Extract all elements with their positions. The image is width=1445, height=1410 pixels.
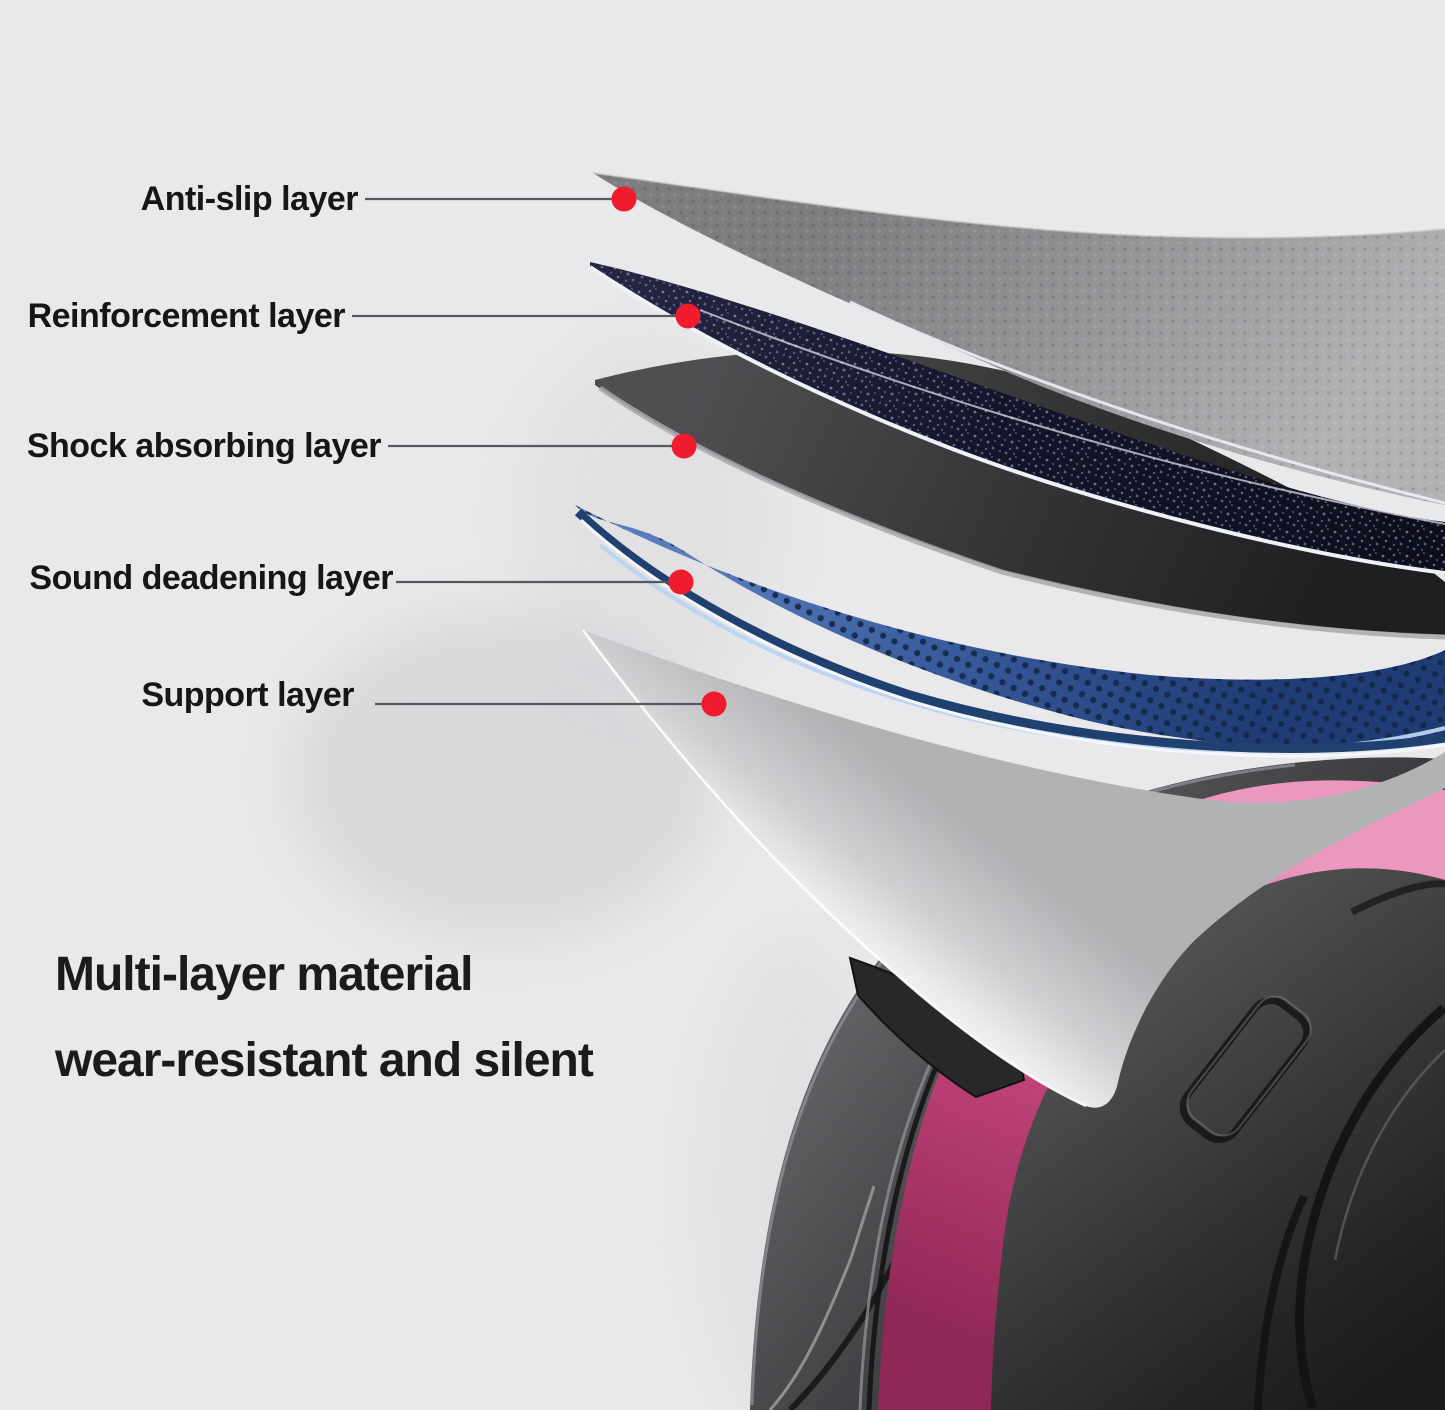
- callout-dot-anti-slip: [611, 186, 637, 212]
- callout-dots: [611, 186, 727, 717]
- reinforcement-layer-shape: [588, 262, 1445, 575]
- callout-dot-support: [701, 691, 727, 717]
- callout-lines: [352, 197, 711, 706]
- label-shock-absorbing-layer: Shock absorbing layer: [26, 427, 382, 465]
- sound-deadening-layer-shape: [574, 505, 1445, 758]
- callout-dot-shock-absorbing: [671, 433, 697, 459]
- support-layer-shape: [581, 629, 1445, 1108]
- callout-dot-reinforcement: [675, 303, 701, 329]
- wheel-hub-chevrons: [1179, 880, 1445, 1410]
- label-support-layer: Support layer: [141, 676, 354, 714]
- callout-dot-sound-deadening: [668, 569, 694, 595]
- label-reinforcement-layer: Reinforcement layer: [27, 297, 346, 335]
- shock-absorbing-layer-shape: [595, 350, 1445, 640]
- label-anti-slip-layer: Anti-slip layer: [140, 180, 359, 218]
- label-sound-deadening-layer: Sound deadening layer: [29, 559, 393, 597]
- title-block: Multi-layer material wear-resistant and …: [55, 932, 594, 1104]
- title-line-2: wear-resistant and silent: [55, 1034, 594, 1087]
- title-line-1: Multi-layer material: [55, 948, 473, 1001]
- anti-slip-layer-shape: [592, 172, 1445, 505]
